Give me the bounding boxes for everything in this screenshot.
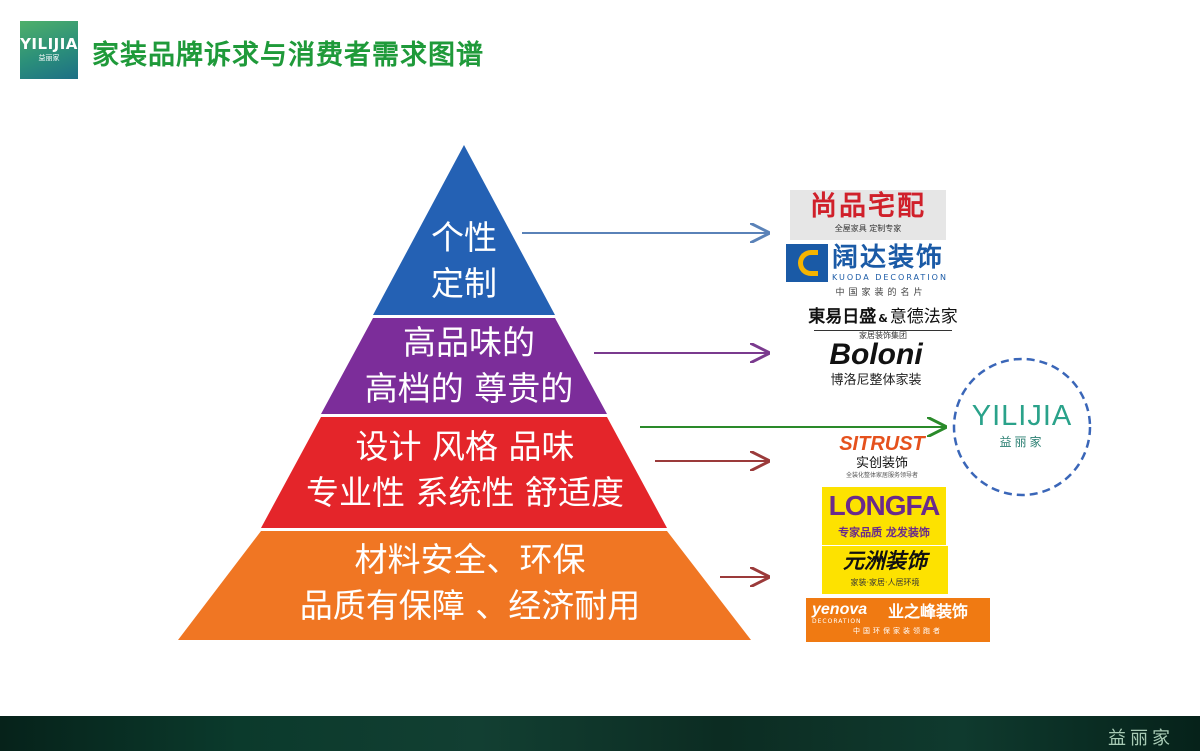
pyramid-tier-1 bbox=[373, 145, 555, 315]
yilijia-name: YILIJIA bbox=[971, 400, 1073, 432]
tier-3-line-1: 设计 风格 品味 bbox=[355, 427, 575, 466]
tier-1-line-2: 定制 bbox=[431, 264, 497, 303]
pyramid-tier-4 bbox=[178, 531, 751, 640]
highlight-dashed-circle bbox=[952, 357, 1092, 497]
sitrust-chinese: 实创装饰 bbox=[855, 456, 908, 471]
yuanzhou-name: 元洲装饰 bbox=[843, 549, 927, 573]
footer-bar: 益丽家 bbox=[0, 716, 1200, 751]
dongyi-name: 東易日盛 bbox=[808, 307, 877, 327]
yenova-tagline: 中国环保家装领跑者 bbox=[853, 627, 943, 635]
brand-logo-yuanzhou: 元洲装饰 家装·家居·人居环境 bbox=[822, 546, 948, 594]
brand-logo-sitrust: SITRUST 实创装饰 全装化整体家居服务领导者 bbox=[826, 432, 938, 484]
sitrust-name: SITRUST bbox=[839, 433, 925, 455]
shangpin-tagline: 全屋家具 定制专家 bbox=[834, 224, 902, 233]
kuoda-name: 阔达装饰 bbox=[832, 243, 945, 273]
tier-3-line-2: 专业性 系统性 舒适度 bbox=[306, 473, 624, 512]
tier-4-line-1: 材料安全、环保 bbox=[354, 540, 586, 579]
pyramid-tier-3-label: 设计 风格 品味 专业性 系统性 舒适度 bbox=[270, 424, 660, 516]
brand-logo-kuoda: 阔达装饰 KUODA DECORATION 中国家装的名片 bbox=[786, 242, 976, 300]
logo-subtitle: 益丽家 bbox=[38, 54, 60, 62]
kuoda-emblem-icon bbox=[786, 244, 828, 282]
dongyi-ampersand: & bbox=[878, 312, 888, 325]
longfa-tagline: 专家品质 龙发装饰 bbox=[838, 526, 930, 539]
pyramid-tier-2 bbox=[321, 318, 607, 414]
brand-logo: YILIJIA 益丽家 bbox=[20, 21, 78, 79]
shangpin-name: 尚品宅配 bbox=[810, 191, 926, 222]
kuoda-tagline: 中国家装的名片 bbox=[835, 288, 927, 298]
tier-1-line-1: 个性 bbox=[431, 218, 497, 257]
yenova-chinese: 业之峰装饰 bbox=[888, 602, 969, 621]
logo-wordmark: YILIJIA bbox=[20, 35, 78, 53]
sitrust-tagline: 全装化整体家居服务领导者 bbox=[845, 472, 918, 479]
brand-logo-yenova: yenova DECORATION 业之峰装饰 中国环保家装领跑者 bbox=[806, 598, 990, 642]
tier-2-line-1: 高品味的 bbox=[403, 323, 535, 362]
boloni-name: Boloni bbox=[829, 338, 923, 371]
yenova-name: yenova bbox=[812, 601, 868, 618]
pyramid-tier-3 bbox=[261, 417, 667, 528]
tier-4-line-2: 品质有保障 、经济耐用 bbox=[299, 586, 641, 625]
yilijia-tagline: 益丽家 bbox=[999, 435, 1045, 449]
pyramid-tier-2-label: 高品味的 高档的 尊贵的 bbox=[334, 320, 604, 412]
kuoda-english: KUODA DECORATION bbox=[832, 273, 948, 282]
yidefajia-name: 意德法家 bbox=[889, 307, 958, 327]
brand-logo-yilijia: YILIJIA 益丽家 bbox=[962, 398, 1082, 462]
brand-logo-shangpin: 尚品宅配 全屋家具 定制专家 bbox=[790, 190, 946, 240]
brand-logo-longfa: LONGFA 专家品质 龙发装饰 bbox=[822, 487, 946, 545]
longfa-name: LONGFA bbox=[828, 490, 941, 521]
footer-brand-text: 益丽家 bbox=[1108, 728, 1174, 749]
pyramid-tier-4-label: 材料安全、环保 品质有保障 、经济耐用 bbox=[250, 537, 690, 629]
yenova-english: DECORATION bbox=[812, 618, 862, 625]
tier-2-line-2: 高档的 尊贵的 bbox=[364, 369, 574, 408]
pyramid-tier-1-label: 个性 定制 bbox=[404, 215, 524, 307]
page-title: 家装品牌诉求与消费者需求图谱 bbox=[92, 40, 484, 71]
yuanzhou-tagline: 家装·家居·人居环境 bbox=[850, 578, 920, 587]
brand-logo-dongyi: 東易日盛&意德法家 家居装饰集团 bbox=[796, 306, 970, 341]
dongyi-tagline: 家居装饰集团 bbox=[814, 330, 952, 341]
boloni-tagline: 博洛尼整体家装 bbox=[830, 373, 922, 388]
brand-logo-boloni: Boloni 博洛尼整体家装 bbox=[806, 338, 946, 394]
